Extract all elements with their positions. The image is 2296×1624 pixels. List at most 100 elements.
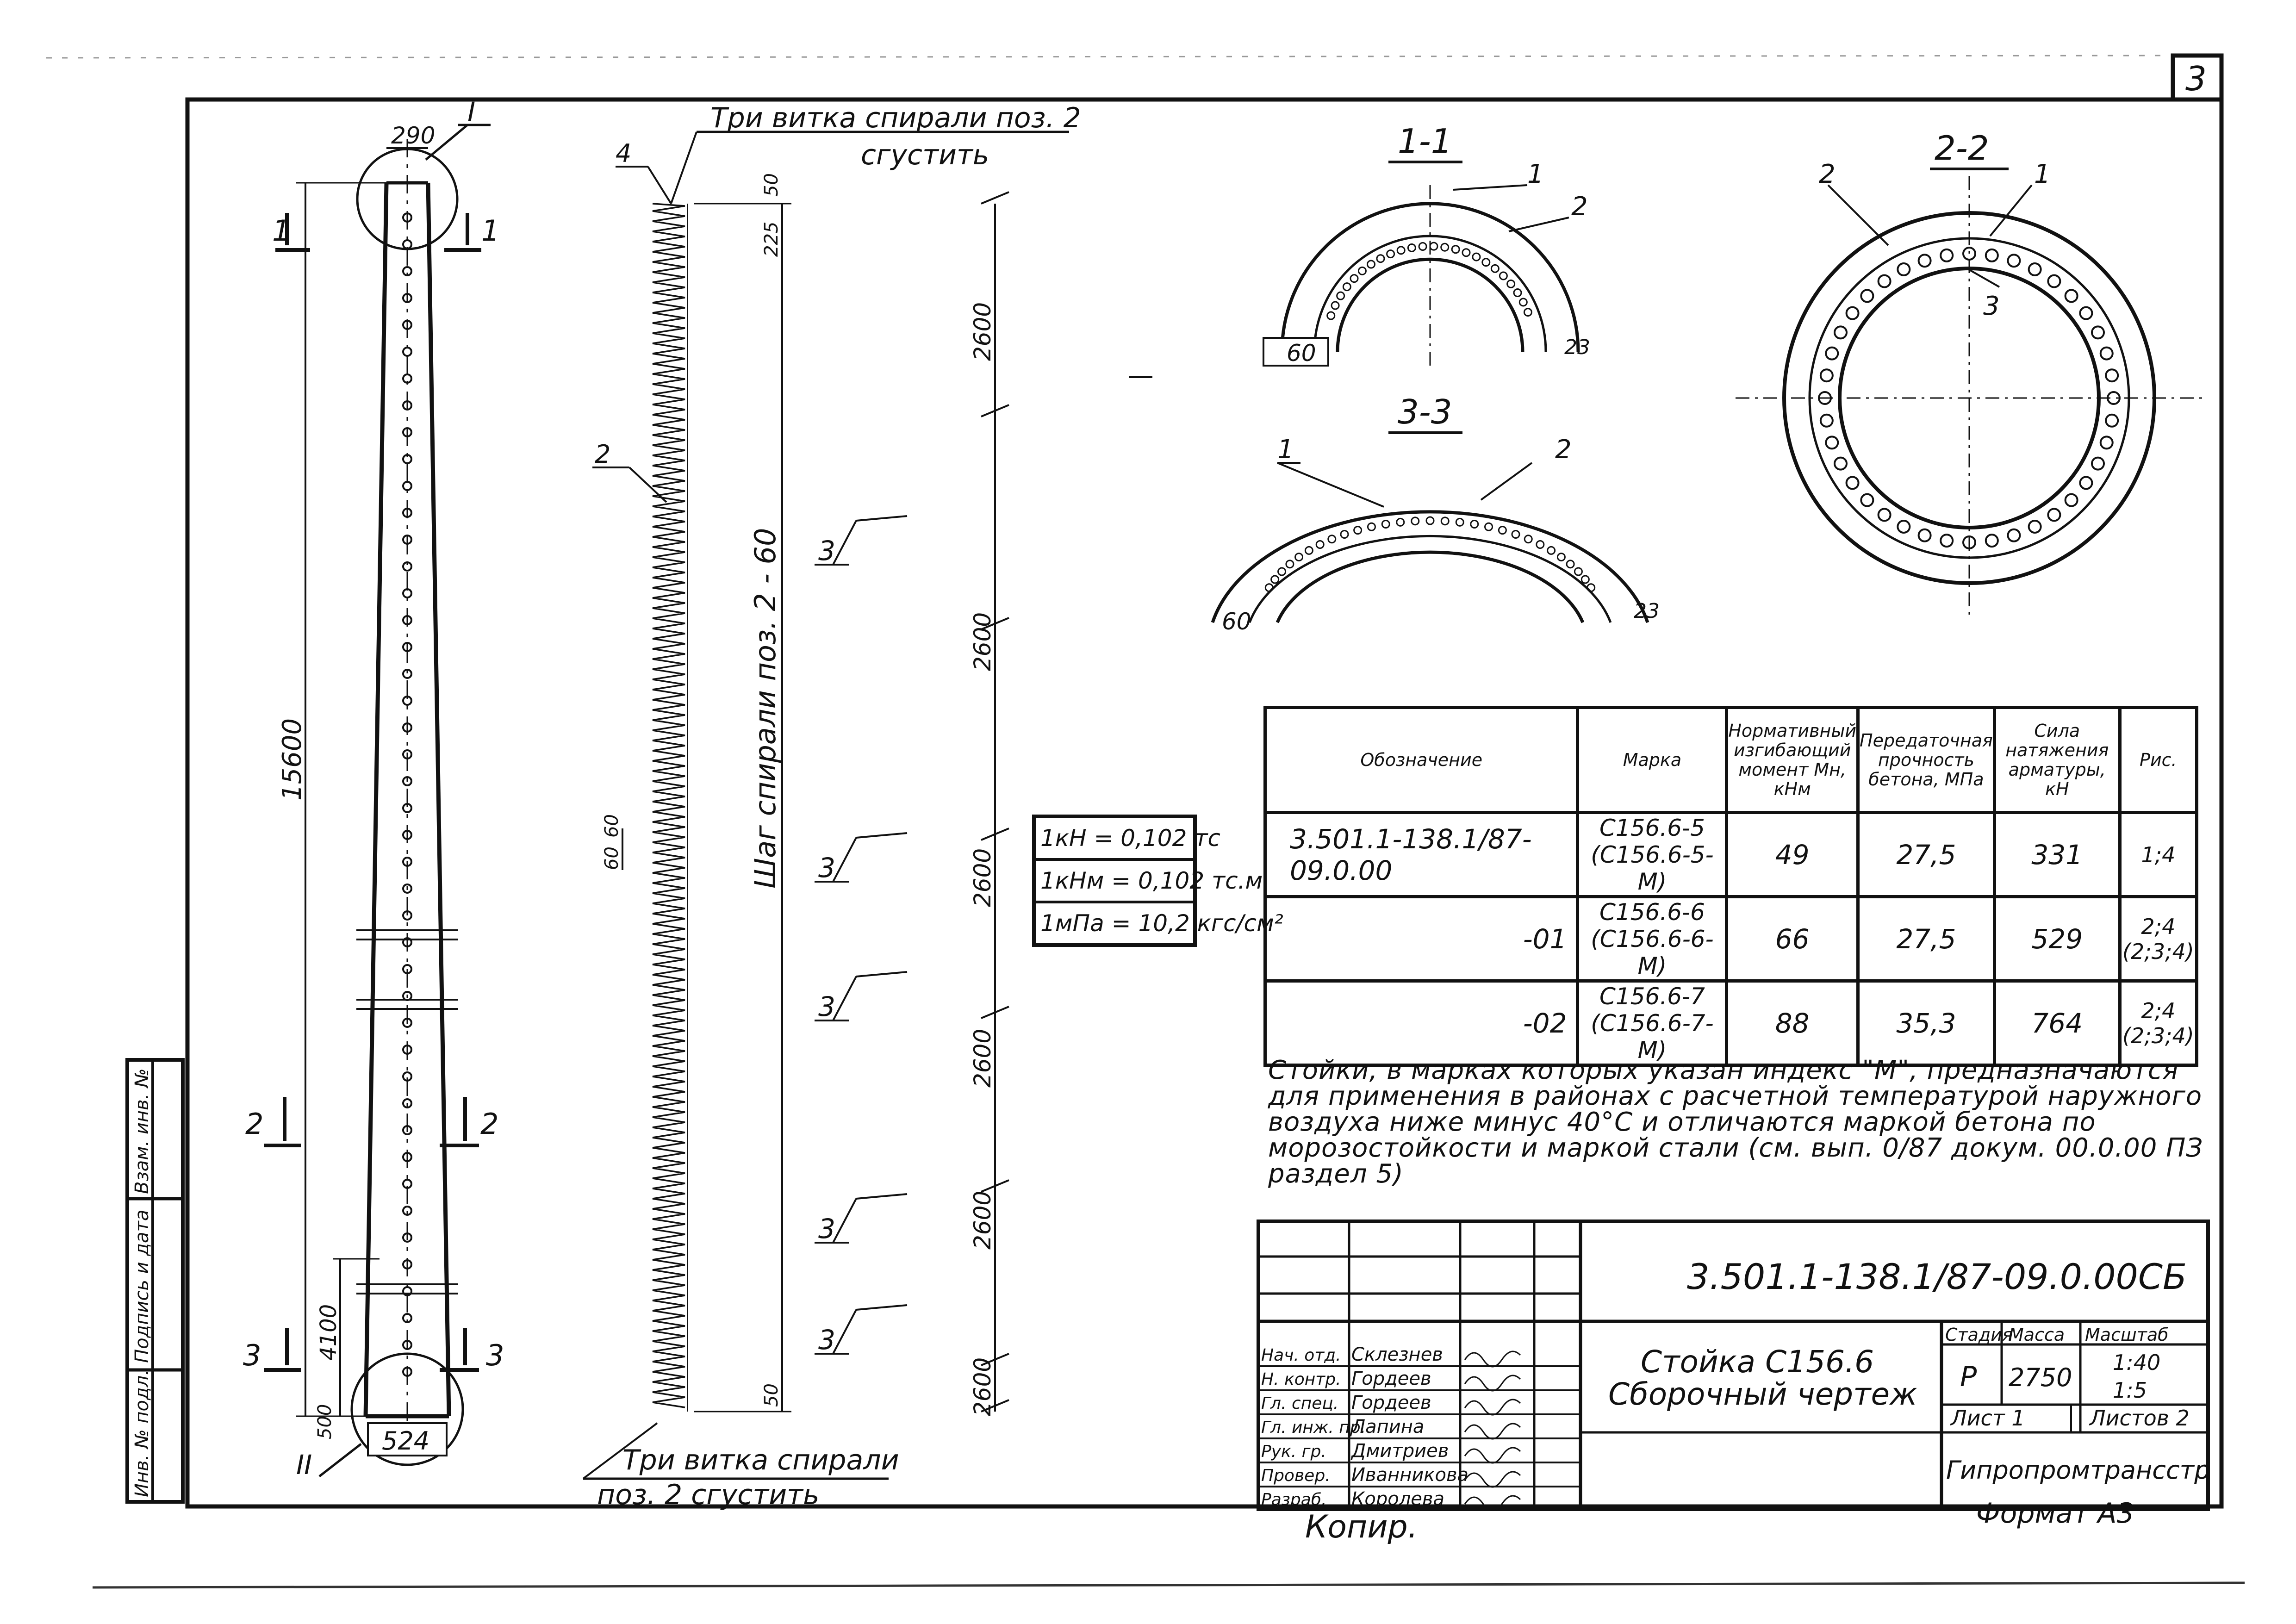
spiral-top-note-2: сгустить <box>861 139 989 171</box>
signature-mark <box>1464 1423 1521 1440</box>
table-row: -02 С156.6-7 (С156.6-7-М) 88 35,3 764 2;… <box>1263 979 2199 1067</box>
bar-dot <box>1381 519 1390 529</box>
spiral-pitch-label: Шаг спирали поз. 2 - 60 <box>748 528 782 889</box>
scale-value-1: 1:40 <box>2113 1350 2160 1375</box>
section-1-1-dim-a: 60 <box>1287 340 1316 367</box>
cell-designation: 3.501.1-138.1/87-09.0.00 <box>1263 811 1580 898</box>
bar-dot <box>1407 243 1416 252</box>
bar-dot <box>1897 519 1911 534</box>
rebar-dot <box>402 1098 412 1108</box>
col-header-strength: Передаточная прочность бетона, МПа <box>1856 706 1996 814</box>
cell-moment: 88 <box>1725 979 1860 1067</box>
rebar-dot <box>402 803 412 813</box>
bar-dot <box>2079 306 2093 320</box>
rebar-dot <box>402 266 412 276</box>
title-block: 3.501.1-138.1/87-09.0.00СБ Стойка С156.6… <box>1257 1220 2210 1511</box>
spiral-pos-4: 4 <box>616 139 631 168</box>
bar-dot <box>1962 247 1976 261</box>
callout-leader <box>856 971 908 977</box>
role-name: Склезнев <box>1351 1344 1443 1365</box>
role-title: Провер. <box>1261 1466 1331 1485</box>
rebar-dot <box>402 776 412 786</box>
cell-fig: 2;4 (2;3;4) <box>2118 895 2199 983</box>
bar-dot <box>2047 274 2061 288</box>
signature-mark <box>1464 1495 1521 1511</box>
node-bottom-label: II <box>296 1449 312 1481</box>
signature-mark <box>1464 1471 1521 1488</box>
bar-dot <box>2099 436 2114 450</box>
bar-dot <box>2007 528 2021 542</box>
rebar-dot <box>402 1286 412 1296</box>
bar-dot <box>1304 546 1313 555</box>
bar-dot <box>1513 288 1522 298</box>
callout-leader <box>856 1193 908 1200</box>
cell-brand: С156.6-5 (С156.6-5-М) <box>1576 811 1729 898</box>
bar-dot <box>1574 567 1583 576</box>
column-bottom-width: 524 <box>382 1426 429 1456</box>
bar-dot <box>1331 301 1340 310</box>
cell-force: 764 <box>1992 979 2122 1067</box>
rebar-dot <box>402 1125 412 1135</box>
segment-length: 2600 <box>969 848 996 907</box>
bar-dot <box>1897 262 1911 277</box>
bar-dot <box>1940 534 1954 548</box>
general-note: Стойки, в марках которых указан индекс "… <box>1268 1055 2203 1189</box>
role-title: Разраб. <box>1261 1490 1326 1509</box>
bar-dot <box>1523 308 1532 317</box>
bar-dot <box>1357 266 1367 275</box>
rebar-dot <box>402 1259 412 1269</box>
segment-length: 2600 <box>969 1191 996 1250</box>
bar-dot <box>2091 456 2105 471</box>
bar-dot <box>2107 391 2121 405</box>
bar-dot <box>1819 413 1834 428</box>
rebar-dot <box>402 293 412 303</box>
section-2-2-title: 2-2 <box>1935 129 1989 168</box>
stage-value: Р <box>1960 1361 1977 1393</box>
signature-mark <box>1464 1447 1521 1464</box>
section-1-1-label-2: 2 <box>1571 192 1588 222</box>
drawing-frame <box>185 97 2224 1509</box>
signature-mark <box>1464 1375 1521 1392</box>
table-row: -01 С156.6-6 (С156.6-6-М) 66 27,5 529 2;… <box>1263 895 2199 983</box>
bar-dot <box>1440 516 1450 526</box>
bar-dot <box>1536 540 1545 549</box>
bar-dot <box>1587 583 1596 592</box>
bar-dot <box>1418 242 1427 251</box>
callout-leader <box>856 1304 908 1311</box>
bar-dot <box>1860 289 1874 303</box>
role-title: Гл. инж. пр. <box>1261 1418 1366 1437</box>
bar-dot <box>1818 391 1832 405</box>
cell-force: 529 <box>1992 895 2122 983</box>
bar-dot <box>1353 526 1363 535</box>
section-3-3-dim-a: 60 <box>1222 608 1251 635</box>
bar-dot <box>1917 254 1932 268</box>
section-2-2: 2-2 2 1 3 <box>1736 129 2203 620</box>
section-mark-1-left: 1 <box>272 214 290 248</box>
role-name: Гордеев <box>1351 1392 1431 1413</box>
bar-dot <box>1985 248 1999 262</box>
cell-strength: 27,5 <box>1856 895 1996 983</box>
segment-length: 2600 <box>969 302 996 361</box>
callout-leader <box>856 515 908 522</box>
dim-tick <box>981 828 1009 841</box>
rebar-dot <box>402 454 412 464</box>
spiral-dim-left2: 60 <box>601 814 622 838</box>
bar-dot <box>1462 248 1471 257</box>
cell-brand: С156.6-7 (С156.6-7-М) <box>1576 979 1729 1067</box>
bar-dot <box>1484 522 1493 531</box>
stage-label: Стадия <box>1945 1325 2013 1345</box>
cell-designation: -02 <box>1263 979 1580 1067</box>
bar-dot <box>1376 254 1385 263</box>
section-1-1: 1-1 1 2 60 23 <box>1263 122 1590 370</box>
col-header-fig: Рис. <box>2118 706 2199 814</box>
node-bottom-circle <box>350 1352 464 1466</box>
bar-dot <box>1367 522 1376 531</box>
bar-dot <box>1277 567 1287 576</box>
footer-copied: Копир. <box>1305 1509 1418 1545</box>
dim-tick <box>981 1006 1009 1019</box>
rebar-dot <box>402 535 412 545</box>
section-3-3-title: 3-3 <box>1398 392 1452 431</box>
rebar-dot <box>402 508 412 518</box>
bar-dot <box>1429 242 1438 251</box>
